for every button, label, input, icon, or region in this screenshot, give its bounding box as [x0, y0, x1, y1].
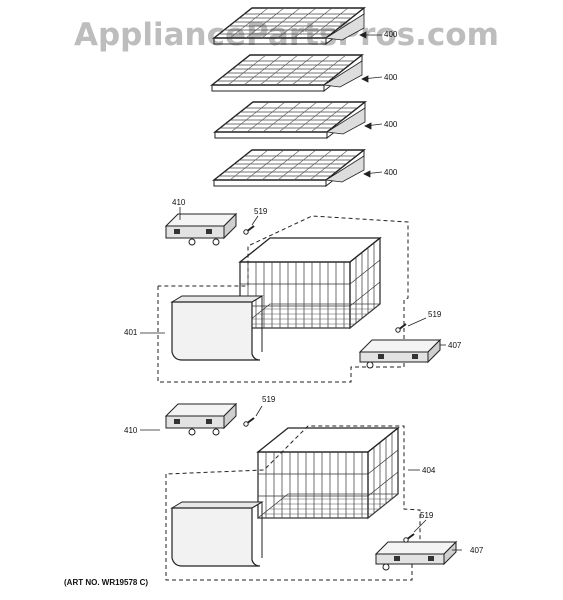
shelf-2 — [211, 54, 363, 92]
lower-drawer-outline — [165, 425, 421, 581]
art-number: (ART NO. WR19578 C) — [64, 578, 149, 587]
callout-rail-right-lower: 407 — [470, 546, 484, 555]
callout-screw-lower-right: 519 — [420, 511, 434, 520]
shelf-4 — [213, 149, 365, 187]
callout-screw-upper-left: 519 — [254, 207, 268, 216]
lower-right-screw — [402, 533, 415, 544]
callout-screw-lower-left: 519 — [262, 395, 276, 404]
upper-drawer-front — [171, 295, 263, 361]
callout-rail-left-lower: 410 — [124, 426, 138, 435]
callout-shelf-1: 400 — [384, 30, 398, 39]
callout-basket-lower: 404 — [422, 466, 436, 475]
callout-drawer-front-upper: 401 — [124, 328, 138, 337]
lower-right-rail — [375, 541, 457, 571]
shelf-3 — [214, 101, 366, 139]
callout-shelf-4: 400 — [384, 168, 398, 177]
lower-left-screw — [242, 417, 255, 428]
callout-shelf-3: 400 — [384, 120, 398, 129]
callout-rail-right-upper: 407 — [448, 341, 462, 350]
upper-left-rail — [165, 213, 237, 246]
lower-drawer-front — [171, 501, 263, 567]
lower-basket — [257, 427, 399, 519]
upper-basket — [239, 237, 381, 329]
upper-left-screw — [242, 225, 255, 236]
callout-screw-upper-right: 519 — [428, 310, 442, 319]
lower-left-rail — [165, 403, 237, 436]
shelf-1 — [213, 7, 365, 45]
callout-rail-left-upper: 410 — [172, 198, 186, 207]
callout-shelf-2: 400 — [384, 73, 398, 82]
upper-right-rail — [359, 339, 441, 369]
